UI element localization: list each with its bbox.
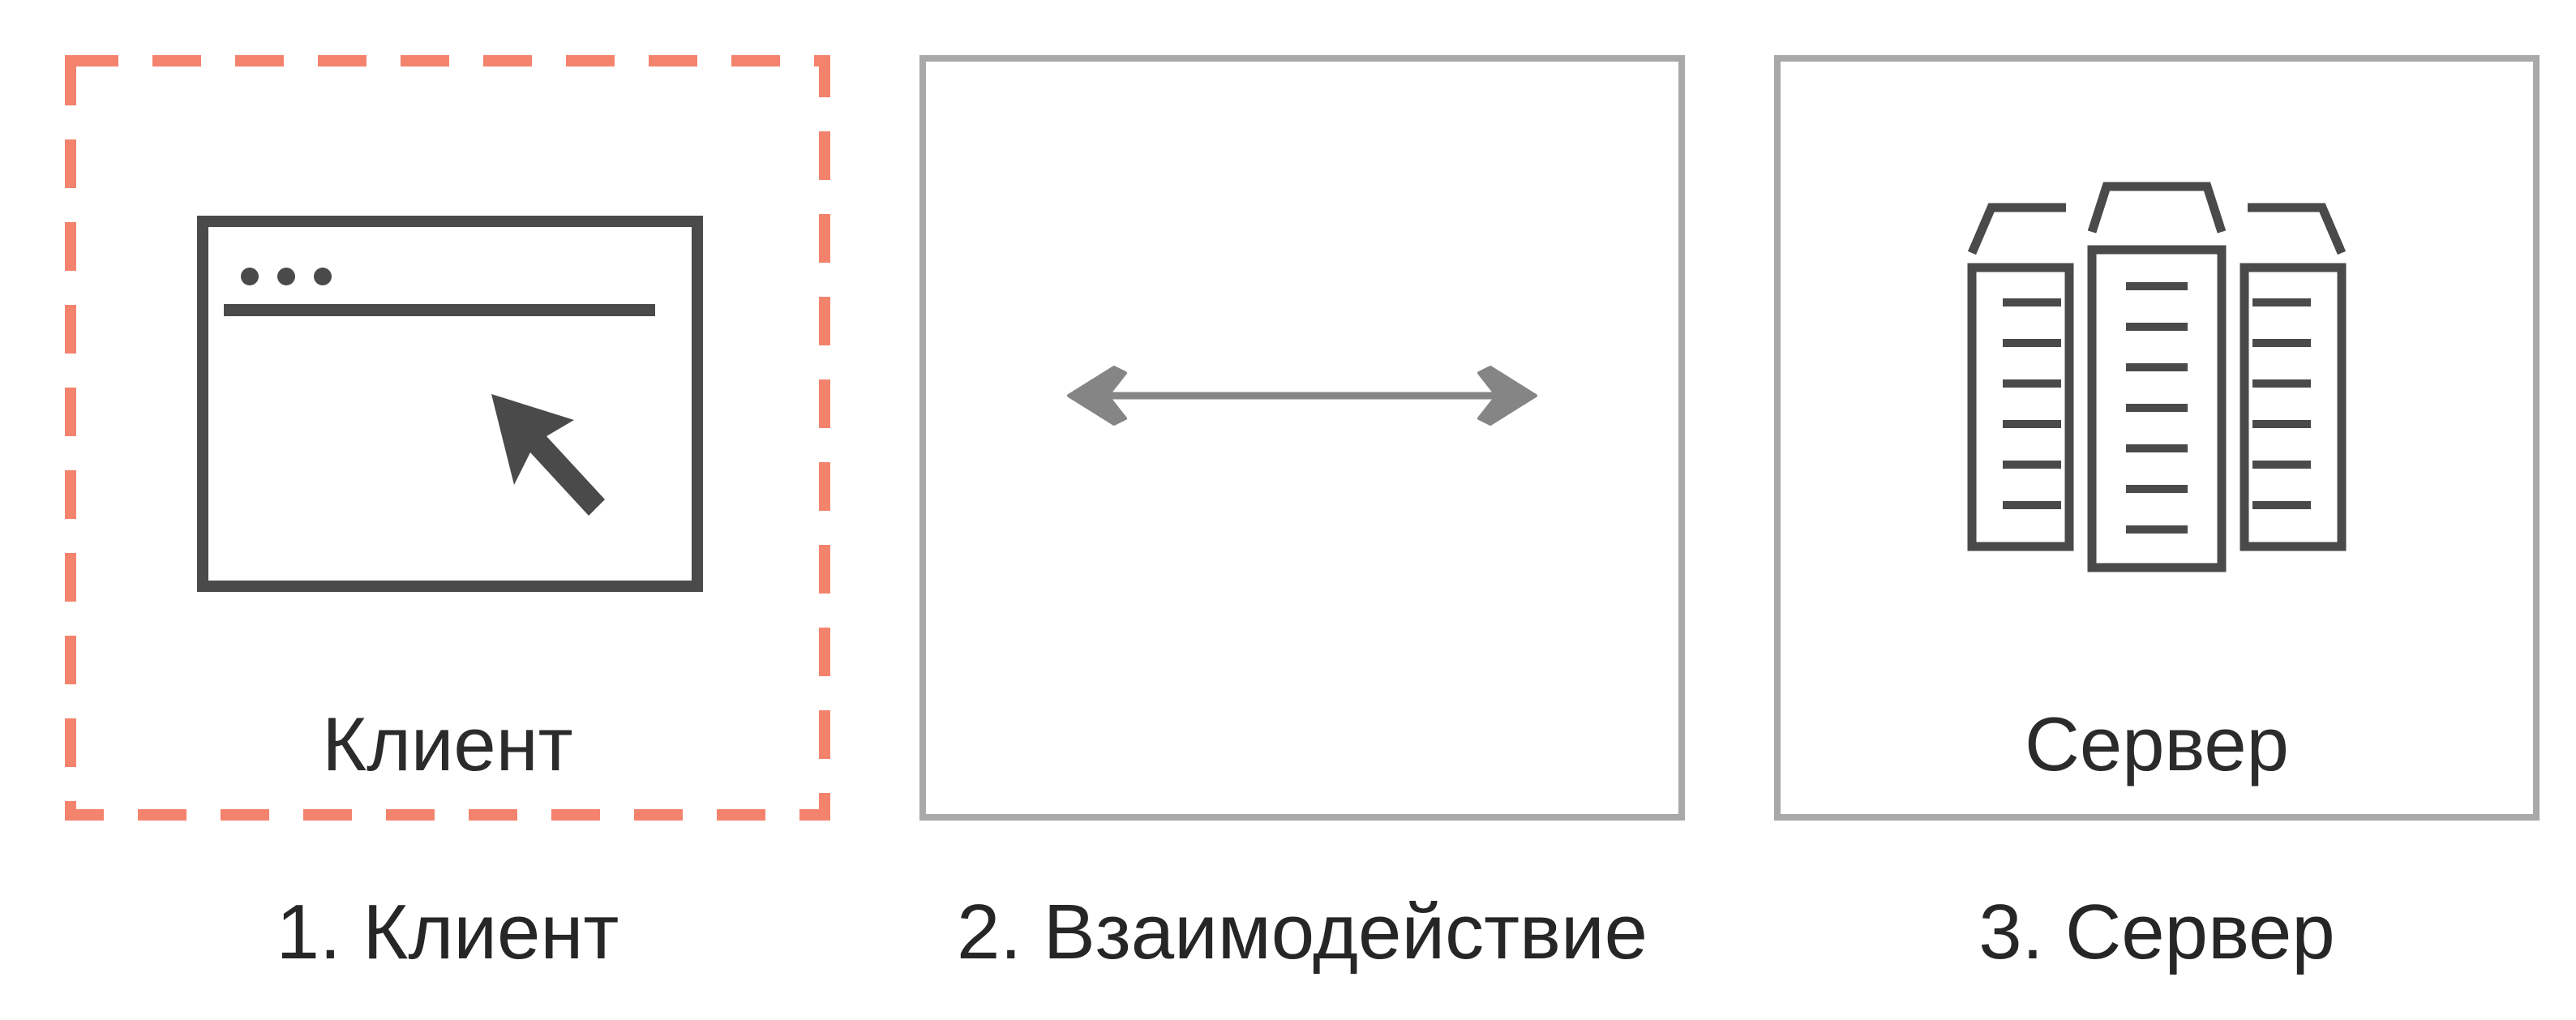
server-stack-icon bbox=[1967, 182, 2347, 572]
double-headed-arrow-icon bbox=[1067, 366, 1537, 426]
step-caption-client: 1. Клиент bbox=[276, 889, 619, 975]
browser-window-cursor-icon bbox=[197, 216, 703, 592]
client-label: Клиент bbox=[322, 701, 573, 786]
server-label: Сервер bbox=[2025, 701, 2289, 786]
server-border bbox=[1774, 55, 2540, 821]
step-caption-server: 3. Сервер bbox=[1978, 889, 2335, 975]
server-panel: Сервер bbox=[1774, 55, 2540, 821]
server-rack-lines bbox=[2003, 282, 2311, 534]
step-caption-interaction: 2. Взаимодействие bbox=[956, 889, 1648, 975]
interaction-panel bbox=[919, 55, 1685, 821]
interaction-panel-frame bbox=[919, 55, 1685, 821]
interaction-border bbox=[919, 55, 1685, 821]
client-panel: Клиент bbox=[65, 55, 830, 821]
client-panel-frame bbox=[65, 55, 830, 821]
server-panel-frame bbox=[1774, 55, 2540, 821]
client-dashed-border bbox=[65, 55, 830, 821]
